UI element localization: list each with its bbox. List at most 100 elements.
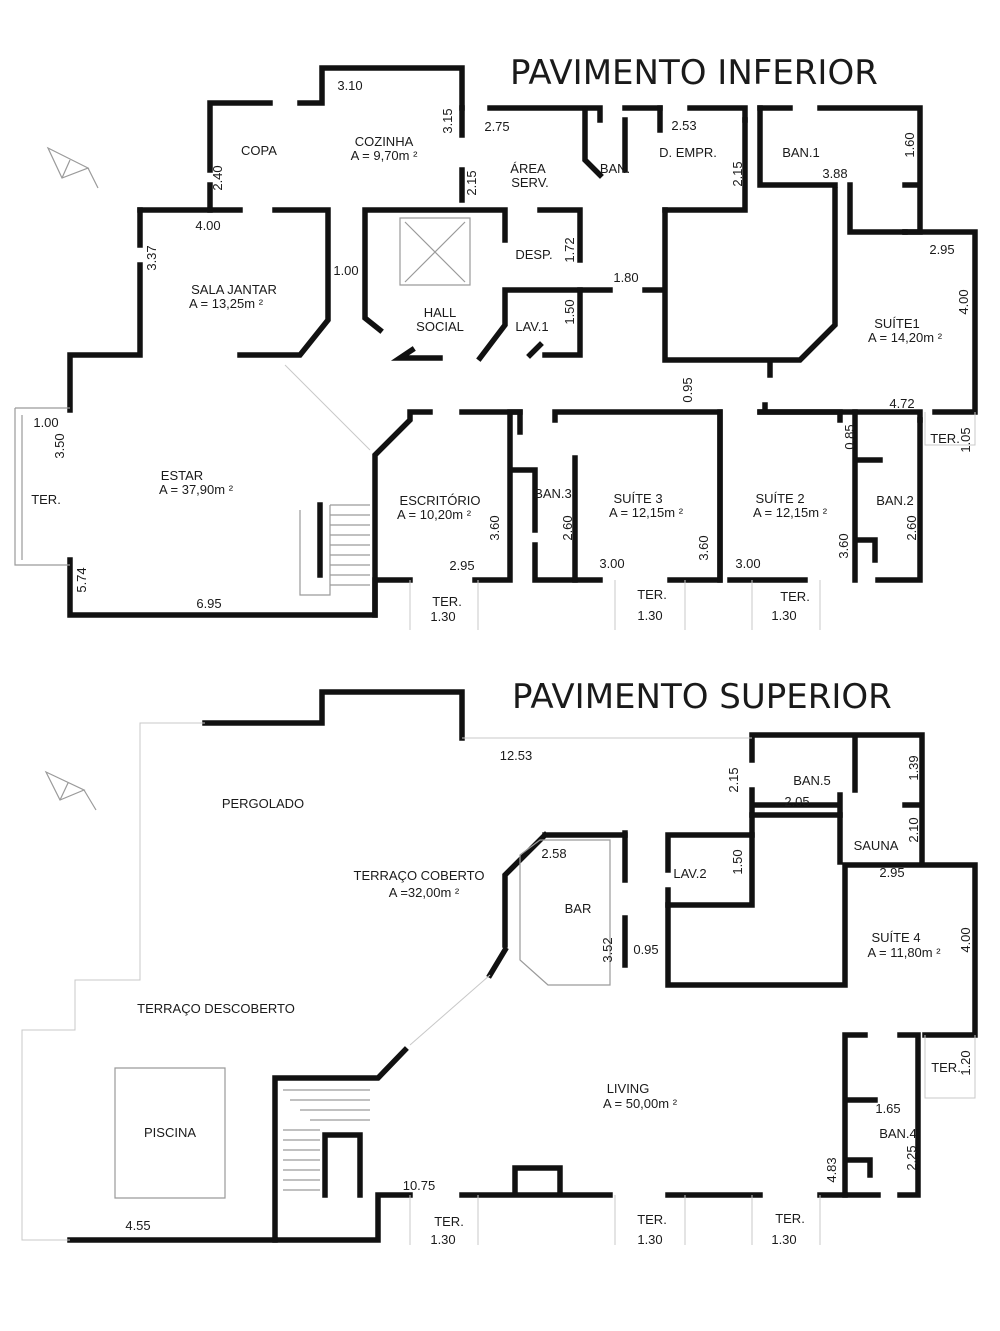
lower-ter-2-label: TER. xyxy=(637,587,667,602)
room-terraco-coberto-area: A =32,00m ² xyxy=(389,885,460,900)
room-ban3: BAN.3 xyxy=(534,486,572,501)
upper-ter-3-label: TER. xyxy=(775,1211,805,1226)
room-piscina: PISCINA xyxy=(144,1125,196,1140)
upper-ter-1-label: TER. xyxy=(434,1214,464,1229)
dim-label: 12.53 xyxy=(500,748,533,763)
room-copa: COPA xyxy=(241,143,277,158)
dim-label: 4.00 xyxy=(195,218,220,233)
dim-label: 2.60 xyxy=(904,515,919,540)
room-suite2-area: A = 12,15m ² xyxy=(753,505,828,520)
dim-label: 2.15 xyxy=(464,170,479,195)
room-ban5: BAN.5 xyxy=(793,773,831,788)
room-suite3-area: A = 12,15m ² xyxy=(609,505,684,520)
room-ter-up-right: TER. xyxy=(931,1060,961,1075)
room-suite4-area: A = 11,80m ² xyxy=(867,945,941,960)
dim-label: 4.00 xyxy=(956,289,971,314)
room-desp: DESP. xyxy=(515,247,552,262)
dim-label: 2.95 xyxy=(929,242,954,257)
dim-label: 1.65 xyxy=(875,1101,900,1116)
upper-ter-2-label: TER. xyxy=(637,1212,667,1227)
room-suite1-area: A = 14,20m ² xyxy=(868,330,943,345)
dim-label: 5.74 xyxy=(74,567,89,592)
room-living: LIVING xyxy=(607,1081,650,1096)
dim-label: 1.50 xyxy=(562,299,577,324)
dim-label: 10.75 xyxy=(403,1178,436,1193)
dim-label: 3.60 xyxy=(696,535,711,560)
room-suite3: SUÍTE 3 xyxy=(613,491,662,506)
lower-floor-labels: COPA COZINHA A = 9,70m ² ÁREA SERV. BAN.… xyxy=(31,78,973,624)
dim-label: 2.15 xyxy=(726,767,741,792)
dim-label: 1.60 xyxy=(902,132,917,157)
north-arrow-icon xyxy=(46,146,99,189)
dim-label: 3.50 xyxy=(52,433,67,458)
dim-label: 3.15 xyxy=(440,108,455,133)
dim-label: 3.00 xyxy=(599,556,624,571)
dim-label: 3.88 xyxy=(822,166,847,181)
dim-label: 2.53 xyxy=(671,118,696,133)
room-pergolado: PERGOLADO xyxy=(222,796,304,811)
dim-label: 0.95 xyxy=(633,942,658,957)
room-ban2: BAN.2 xyxy=(876,493,914,508)
dim-label: 1.39 xyxy=(906,755,921,780)
title-upper-floor: PAVIMENTO SUPERIOR xyxy=(512,677,892,717)
lower-ter-3-size: 1.30 xyxy=(771,608,796,623)
dim-label: 4.72 xyxy=(889,396,914,411)
dim-label: 4.83 xyxy=(824,1157,839,1182)
lower-ter-1-size: 1.30 xyxy=(430,609,455,624)
dim-label: 3.37 xyxy=(144,245,159,270)
dim-label: 2.10 xyxy=(906,817,921,842)
room-estar-area: A = 37,90m ² xyxy=(159,482,234,497)
dim-label: 0.95 xyxy=(680,377,695,402)
upper-ter-2-size: 1.30 xyxy=(637,1232,662,1247)
room-area-serv-label: SERV. xyxy=(511,175,549,190)
upper-ter-1-size: 1.30 xyxy=(430,1232,455,1247)
dim-label: 2.95 xyxy=(879,865,904,880)
dim-label: 4.55 xyxy=(125,1218,150,1233)
room-lav1: LAV.1 xyxy=(515,319,548,334)
room-sala-jantar-area: A = 13,25m ² xyxy=(189,296,264,311)
dim-label: 1.20 xyxy=(958,1050,973,1075)
lower-ter-3-label: TER. xyxy=(780,589,810,604)
dim-label: 2.25 xyxy=(904,1145,919,1170)
dim-label: 3.52 xyxy=(600,937,615,962)
room-suite2: SUÍTE 2 xyxy=(755,491,804,506)
upper-ter-3-size: 1.30 xyxy=(771,1232,796,1247)
room-estar: ESTAR xyxy=(161,468,203,483)
title-lower-floor: PAVIMENTO INFERIOR xyxy=(510,53,878,93)
dim-label: 2.60 xyxy=(560,515,575,540)
room-cozinha-area: A = 9,70m ² xyxy=(351,148,419,163)
dim-label: 1.00 xyxy=(333,263,358,278)
dim-label: 2.05 xyxy=(784,794,809,809)
room-suite1: SUÍTE1 xyxy=(874,316,920,331)
lower-ter-2-size: 1.30 xyxy=(637,608,662,623)
room-living-area: A = 50,00m ² xyxy=(603,1096,678,1111)
room-d-empr: D. EMPR. xyxy=(659,145,717,160)
dim-label: 2.15 xyxy=(730,161,745,186)
room-cozinha: COZINHA xyxy=(355,134,414,149)
dim-label: 3.60 xyxy=(836,533,851,558)
room-ter-left: TER. xyxy=(31,492,61,507)
dim-label: 4.00 xyxy=(958,927,973,952)
dim-label: 1.00 xyxy=(33,415,58,430)
room-terraco-coberto: TERRAÇO COBERTO xyxy=(354,868,485,883)
dim-label: 1.05 xyxy=(958,427,973,452)
room-ban4: BAN.4 xyxy=(879,1126,917,1141)
upper-floor-labels: PERGOLADO TERRAÇO COBERTO A =32,00m ² BA… xyxy=(125,748,973,1247)
room-ter-right: TER. xyxy=(930,431,960,446)
room-lav2: LAV.2 xyxy=(673,866,706,881)
dim-label: 2.40 xyxy=(210,165,225,190)
dim-label: 3.10 xyxy=(337,78,362,93)
upper-floor-walls xyxy=(21,689,978,1245)
room-hall: HALL xyxy=(424,305,457,320)
room-area-serv: ÁREA xyxy=(510,161,546,176)
room-terraco-descoberto: TERRAÇO DESCOBERTO xyxy=(137,1001,295,1016)
room-ban1: BAN.1 xyxy=(782,145,820,160)
lower-floor-walls xyxy=(14,65,978,630)
room-sauna: SAUNA xyxy=(854,838,899,853)
room-suite4: SUÍTE 4 xyxy=(871,930,920,945)
room-escritorio-area: A = 10,20m ² xyxy=(397,507,472,522)
dim-label: 1.72 xyxy=(562,237,577,262)
room-bar: BAR xyxy=(565,901,592,916)
